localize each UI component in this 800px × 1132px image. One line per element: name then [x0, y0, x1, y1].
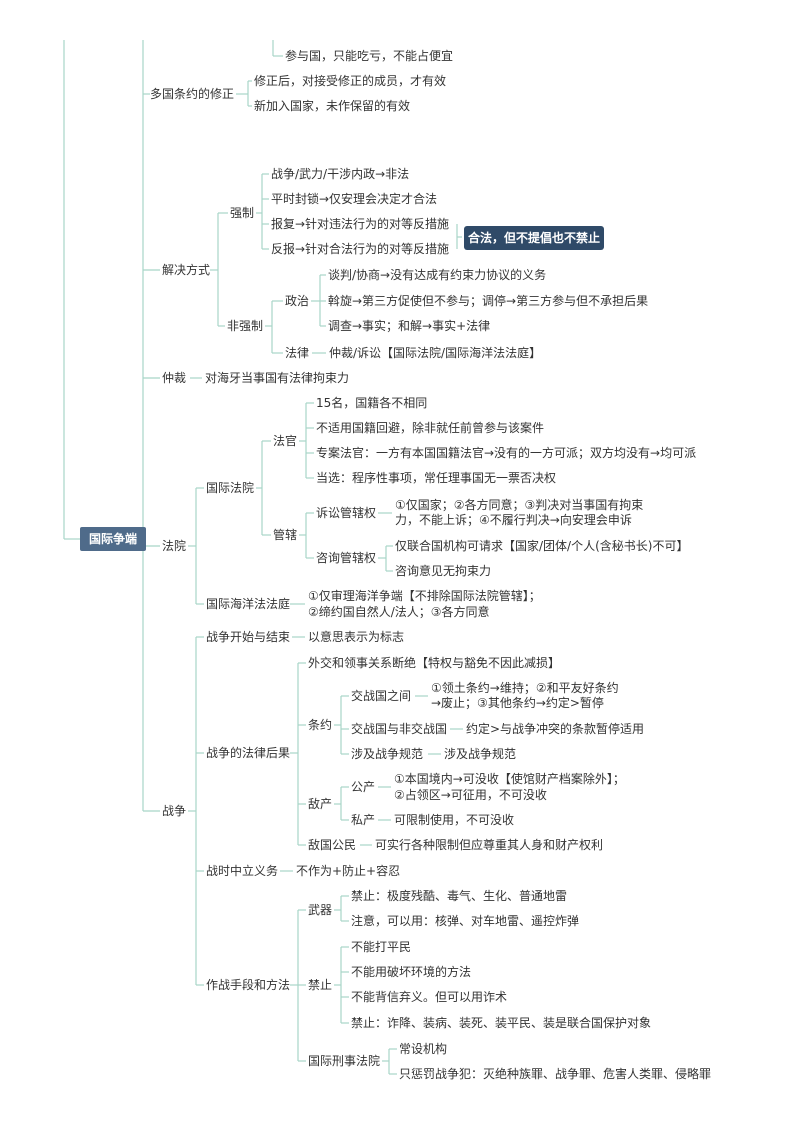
- node-itlos: 国际海洋法法庭: [206, 597, 291, 611]
- node-enemy-property: 敌产: [308, 797, 333, 811]
- node-between-belligerents: 交战国之间: [351, 689, 412, 703]
- node-diplomatic-severance: 外交和领事关系断绝【特权与豁免不因此减损】: [308, 656, 561, 670]
- node-icc-1: 常设机构: [399, 1042, 448, 1056]
- node-judges-4: 当选：程序性事项，常任理事国无一票否决权: [316, 471, 557, 485]
- node-public-property-1a: ①本国境内→可没收【使馆财产档案除外】；: [394, 772, 625, 786]
- node-multi-amendment-1: 修正后，对接受修正的成员，才有效: [254, 74, 447, 88]
- node-prohibitions-3: 不能背信弃义。但可以用诈术: [351, 990, 508, 1004]
- node-non-forcible: 非强制: [227, 319, 264, 333]
- node-prohibitions: 禁止: [308, 978, 333, 992]
- node-legal-1: 仲裁/诉讼【国际法院/国际海洋法法庭】: [329, 346, 542, 360]
- node-legal-consequences: 战争的法律后果: [206, 746, 291, 760]
- node-enemy-citizens-1: 可实行各种限制但应尊重其人身和财产权利: [375, 838, 604, 852]
- node-between-belligerents-1a: ①领土条约→维持；②和平友好条约: [431, 681, 619, 695]
- node-arbitration: 仲裁: [162, 371, 187, 385]
- node-between-belligerents-1b: →废止；③其他条约→约定>暂停: [431, 696, 604, 710]
- node-top-leaf: 参与国，只能吃亏，不能占便宜: [285, 49, 454, 63]
- node-multilateral-amendment: 多国条约的修正: [150, 87, 235, 101]
- node-private-property-1: 可限制使用，不可没收: [394, 813, 515, 827]
- node-war-start-end: 战争开始与结束: [206, 630, 291, 644]
- node-icc: 国际刑事法院: [308, 1054, 381, 1068]
- node-enemy-citizens: 敌国公民: [308, 838, 357, 852]
- node-advisory-2: 咨询意见无拘束力: [395, 564, 492, 578]
- node-neutrality-obligations: 战时中立义务: [206, 864, 279, 878]
- node-political-1: 谈判/协商→没有达成有约束力协议的义务: [328, 268, 547, 282]
- node-neutrality-obligations-1: 不作为+防止+容忍: [296, 864, 401, 878]
- node-forcible: 强制: [230, 206, 255, 220]
- root-international-disputes: 国际争端: [80, 527, 146, 551]
- node-advisory-jurisdiction: 咨询管辖权: [316, 551, 377, 565]
- node-judges-1: 15名，国籍各不相同: [316, 396, 428, 410]
- node-treaties: 条约: [308, 718, 333, 732]
- node-private-property: 私产: [351, 813, 376, 827]
- node-war-rules: 涉及战争规范: [351, 747, 424, 761]
- node-contentious-jurisdiction: 诉讼管辖权: [316, 506, 377, 520]
- node-multi-amendment-2: 新加入国家，未作保留的有效: [254, 99, 411, 113]
- node-resolution-methods: 解决方式: [162, 263, 211, 277]
- node-jurisdiction: 管辖: [273, 528, 298, 542]
- node-judges-3: 专案法官：一方有本国国籍法官→没有的一方可派；双方均没有→均可派: [316, 446, 697, 460]
- node-weapons-2: 注意，可以用：核弹、对车地雷、遥控炸弹: [351, 914, 580, 928]
- node-prohibitions-2: 不能用破坏环境的方法: [351, 965, 472, 979]
- node-forcible-1: 战争/武力/干涉内政→非法: [271, 167, 410, 181]
- node-arbitration-1: 对海牙当事国有法律拘束力: [205, 371, 350, 385]
- node-legal: 法律: [285, 346, 310, 360]
- node-judges-2: 不适用国籍回避，除非就任前曾参与该案件: [316, 421, 545, 435]
- node-political: 政治: [285, 294, 310, 308]
- node-political-2: 斡旋→第三方促使但不参与；调停→第三方参与但不承担后果: [328, 294, 649, 308]
- node-prohibitions-1: 不能打平民: [351, 940, 412, 954]
- node-contentious-1a: ①仅国家；②各方同意；③判决对当事国有拘束: [395, 498, 644, 512]
- node-icj: 国际法院: [206, 481, 255, 495]
- node-public-property: 公产: [351, 780, 376, 794]
- node-court: 法院: [162, 539, 187, 553]
- node-advisory-1: 仅联合国机构可请求【国家/团体/个人(含秘书长)不可】: [395, 539, 689, 553]
- node-weapons: 武器: [308, 903, 333, 917]
- node-belligerent-neutral: 交战国与非交战国: [351, 722, 448, 736]
- node-judges: 法官: [273, 434, 298, 448]
- node-itlos-1b: ②缔约国自然人/法人；③各方同意: [308, 605, 490, 619]
- node-forcible-4: 反报→针对合法行为的对等反措施: [271, 242, 450, 256]
- node-weapons-1: 禁止：极度残酷、毒气、生化、普通地雷: [351, 889, 568, 903]
- node-war-rules-1: 涉及战争规范: [444, 747, 517, 761]
- node-forcible-2: 平时封锁→仅安理会决定才合法: [271, 192, 438, 206]
- node-prohibitions-4: 禁止：诈降、装病、装死、装平民、装是联合国保护对象: [351, 1016, 652, 1030]
- callout-legal-not-encouraged: 合法，但不提倡也不禁止: [464, 226, 604, 250]
- node-contentious-1b: 力，不能上诉；④不履行判决→向安理会申诉: [395, 513, 632, 527]
- node-political-3: 调查→事实；和解→事实+法律: [328, 319, 491, 333]
- node-means-and-methods: 作战手段和方法: [206, 978, 291, 992]
- node-icc-2: 只惩罚战争犯：灭绝种族罪、战争罪、危害人类罪、侵略罪: [399, 1067, 712, 1081]
- node-belligerent-neutral-1: 约定>与战争冲突的条款暂停适用: [466, 722, 645, 736]
- node-itlos-1a: ①仅审理海洋争端【不排除国际法院管辖】；: [308, 589, 541, 603]
- node-public-property-1b: ②占领区→可征用，不可没收: [394, 788, 547, 802]
- node-war: 战争: [162, 804, 187, 818]
- node-forcible-3: 报复→针对违法行为的对等反措施: [271, 217, 450, 231]
- node-war-start-end-1: 以意思表示为标志: [308, 630, 405, 644]
